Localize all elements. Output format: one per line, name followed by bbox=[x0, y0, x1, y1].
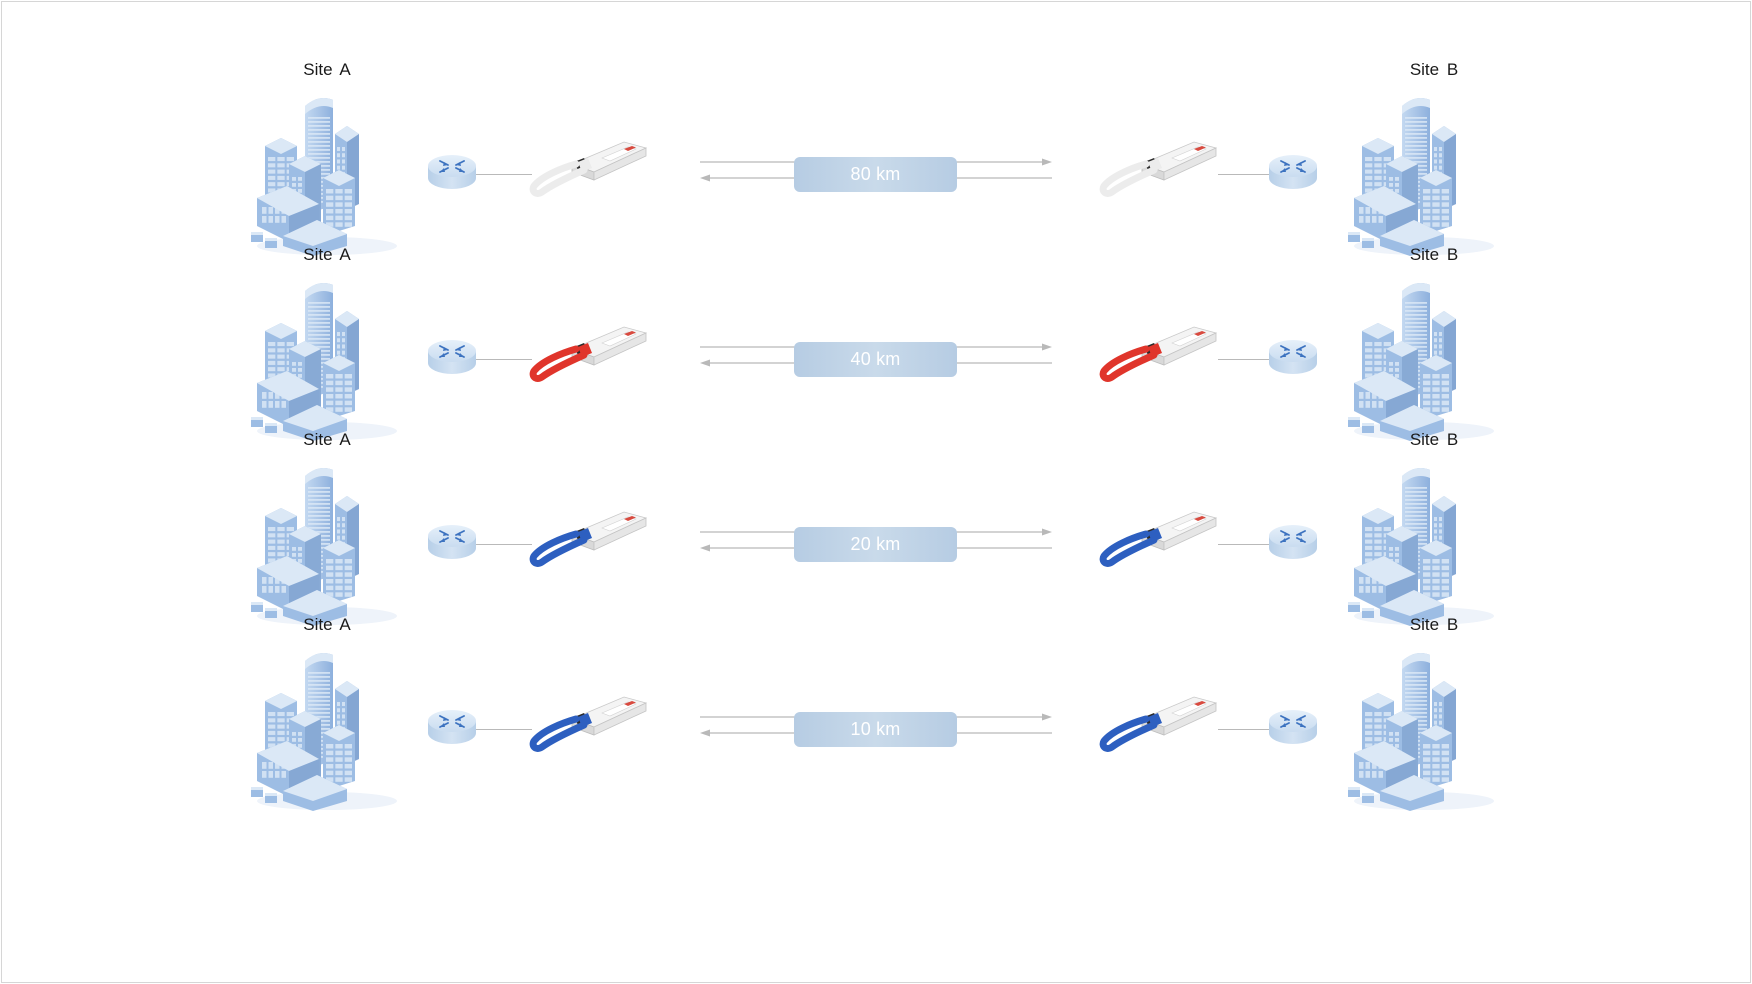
distance-badge: 80 km bbox=[794, 157, 957, 192]
site-b-patch-line bbox=[1218, 729, 1269, 730]
rx-arrowhead bbox=[700, 359, 710, 367]
link-row-2: Site A Site B bbox=[0, 245, 1752, 452]
site-b-transceiver-icon bbox=[1099, 326, 1218, 382]
site-b-label: Site B bbox=[1409, 245, 1459, 264]
link-row-4: Site A Site B bbox=[0, 615, 1752, 822]
site-a-transceiver-icon bbox=[529, 326, 648, 382]
site-b-label: Site B bbox=[1409, 60, 1459, 79]
site-a-router-icon bbox=[428, 340, 476, 374]
site-b-buildings-icon bbox=[1348, 283, 1494, 441]
site-a-transceiver-icon bbox=[529, 141, 648, 197]
site-b-label: Site B bbox=[1409, 430, 1459, 449]
site-a-label: Site A bbox=[303, 60, 351, 79]
site-b-router-icon bbox=[1269, 155, 1317, 189]
site-b-router-icon bbox=[1269, 710, 1317, 744]
site-a-patch-line bbox=[476, 359, 532, 360]
distance-badge: 10 km bbox=[794, 712, 957, 747]
site-a-label: Site A bbox=[303, 615, 351, 634]
distance-badge: 20 km bbox=[794, 527, 957, 562]
site-b-label: Site B bbox=[1409, 615, 1459, 634]
site-a-transceiver-icon bbox=[529, 511, 648, 567]
distance-badge: 40 km bbox=[794, 342, 957, 377]
rx-arrowhead bbox=[700, 544, 710, 552]
site-b-transceiver-icon bbox=[1099, 141, 1218, 197]
site-a-buildings-icon bbox=[251, 98, 397, 256]
site-a-router-icon bbox=[428, 710, 476, 744]
rx-arrowhead bbox=[700, 174, 710, 182]
rx-arrowhead bbox=[700, 729, 710, 737]
site-a-label: Site A bbox=[303, 430, 351, 449]
site-b-buildings-icon bbox=[1348, 98, 1494, 256]
site-a-buildings-icon bbox=[251, 468, 397, 626]
site-a-patch-line bbox=[476, 174, 532, 175]
site-b-buildings-icon bbox=[1348, 468, 1494, 626]
site-b-router-icon bbox=[1269, 340, 1317, 374]
site-b-router-icon bbox=[1269, 525, 1317, 559]
site-b-transceiver-icon bbox=[1099, 511, 1218, 567]
tx-arrowhead bbox=[1042, 343, 1052, 351]
site-b-patch-line bbox=[1218, 174, 1269, 175]
site-a-router-icon bbox=[428, 525, 476, 559]
site-a-router-icon bbox=[428, 155, 476, 189]
site-b-patch-line bbox=[1218, 359, 1269, 360]
link-row-3: Site A Site B bbox=[0, 430, 1752, 637]
tx-arrowhead bbox=[1042, 713, 1052, 721]
tx-arrowhead bbox=[1042, 158, 1052, 166]
site-b-patch-line bbox=[1218, 544, 1269, 545]
site-b-buildings-icon bbox=[1348, 653, 1494, 811]
site-a-transceiver-icon bbox=[529, 696, 648, 752]
site-a-patch-line bbox=[476, 729, 532, 730]
tx-arrowhead bbox=[1042, 528, 1052, 536]
site-a-label: Site A bbox=[303, 245, 351, 264]
site-b-transceiver-icon bbox=[1099, 696, 1218, 752]
site-a-buildings-icon bbox=[251, 653, 397, 811]
site-a-buildings-icon bbox=[251, 283, 397, 441]
site-a-patch-line bbox=[476, 544, 532, 545]
link-row-1: Site A Site B bbox=[0, 60, 1752, 267]
